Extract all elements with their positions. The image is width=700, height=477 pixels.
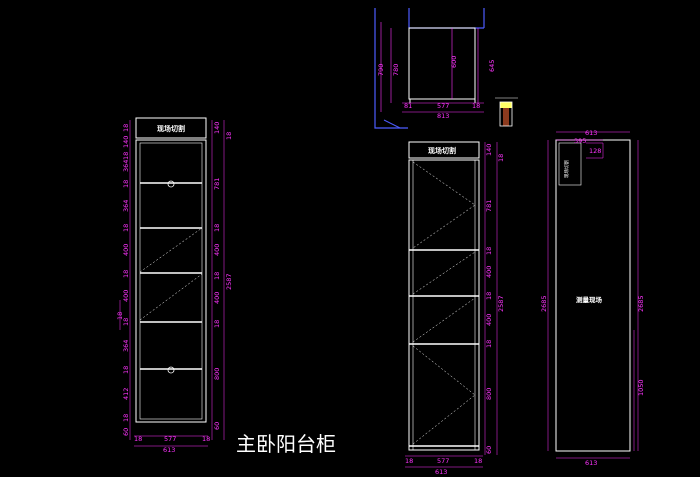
front-dim-left-7: 400: [122, 244, 130, 256]
front-dim-right-0: 140: [213, 122, 221, 134]
open-dim-bottom-2: 18: [474, 457, 482, 465]
side-dim-bottom: 613: [585, 459, 597, 467]
front-dim-left-13: 412: [122, 388, 130, 400]
plan-dim-780: 780: [392, 64, 400, 76]
open-total-height: 2587: [497, 295, 505, 312]
side-height-left: 2685: [540, 295, 548, 312]
front-dim-left-5: 364: [122, 200, 130, 212]
side-view: 现场切割 613 395 128 2685 2685 测量现场 1050 613: [540, 129, 645, 467]
plan-dim-813: 813: [437, 112, 449, 120]
open-dim-right-2: 781: [485, 200, 493, 212]
front-dim-left-4: 18: [122, 180, 130, 188]
open-view: 现场切割 140 18 781 18 400 18 400 18 800 60 …: [405, 141, 505, 476]
open-dim-right-4: 400: [485, 266, 493, 278]
front-label: 现场切割: [157, 124, 185, 133]
plan-dim-81: 81: [404, 102, 412, 110]
front-dim-left-12: 18: [122, 366, 130, 374]
open-dim-right-3: 18: [485, 247, 493, 255]
front-dim-left-0: 18: [122, 124, 130, 132]
front-dim-left-2: 18: [122, 152, 130, 160]
front-dim-right-8: 800: [213, 368, 221, 380]
front-dim-left-3: 364: [122, 160, 130, 172]
side-center-label: 测量现场: [576, 295, 603, 304]
front-dim-left-outer: 18: [116, 312, 124, 320]
front-dim-left-11: 364: [122, 340, 130, 352]
drawing-caption: 主卧阳台柜: [236, 432, 336, 456]
open-dim-right-7: 18: [485, 340, 493, 348]
front-dim-bottom-1: 577: [164, 435, 176, 443]
front-dim-right-6: 400: [213, 292, 221, 304]
plan-dim-577: 577: [437, 102, 449, 110]
side-dim-corner: 128: [589, 147, 601, 155]
plan-dim-18: 18: [472, 102, 480, 110]
front-dim-right-7: 18: [213, 320, 221, 328]
front-dim-left-1: 140: [122, 136, 130, 148]
side-height-right: 2685: [637, 295, 645, 312]
front-dim-bottom-total: 613: [163, 446, 175, 454]
open-dim-right-6: 400: [485, 314, 493, 326]
front-dim-left-14: 18: [122, 414, 130, 422]
plan-view: 790 780 600 645 81 577 18 813: [374, 8, 518, 129]
front-dim-right-1: 18: [225, 132, 233, 140]
plan-dim-600: 600: [450, 56, 458, 68]
front-dim-left-6: 18: [122, 224, 130, 232]
plan-dim-790: 790: [377, 64, 385, 76]
front-dim-left-9: 400: [122, 290, 130, 302]
front-dim-right-9: 60: [213, 422, 221, 430]
side-lower-height: 1050: [637, 379, 645, 396]
side-dim-top-inner: 395: [574, 137, 586, 145]
front-view: 现场切割 18 140 18 364 18 364 18 400 18 400: [116, 117, 233, 454]
front-dim-right-4: 400: [213, 244, 221, 256]
front-dim-left-15: 60: [122, 428, 130, 436]
open-dim-right-8: 800: [485, 388, 493, 400]
open-dim-right-0: 140: [485, 144, 493, 156]
side-dim-top: 613: [585, 129, 597, 137]
front-dim-right-2: 781: [213, 178, 221, 190]
open-dim-right-1: 18: [497, 154, 505, 162]
front-dim-left-10: 18: [122, 318, 130, 326]
open-label: 现场切割: [428, 146, 456, 155]
open-dim-bottom-1: 577: [437, 457, 449, 465]
front-total-height: 2587: [225, 273, 233, 290]
front-dim-left-8: 18: [122, 270, 130, 278]
open-dim-right-5: 18: [485, 292, 493, 300]
open-dim-bottom-0: 18: [405, 457, 413, 465]
front-dim-right-3: 18: [213, 224, 221, 232]
front-dim-right-5: 18: [213, 272, 221, 280]
open-dim-right-9: 60: [485, 446, 493, 454]
front-dim-bottom-0: 18: [134, 435, 142, 443]
open-dim-bottom-total: 613: [435, 468, 447, 476]
plan-dim-645: 645: [488, 60, 496, 72]
side-corner-label: 现场切割: [563, 160, 570, 178]
front-dim-bottom-2: 18: [202, 435, 210, 443]
